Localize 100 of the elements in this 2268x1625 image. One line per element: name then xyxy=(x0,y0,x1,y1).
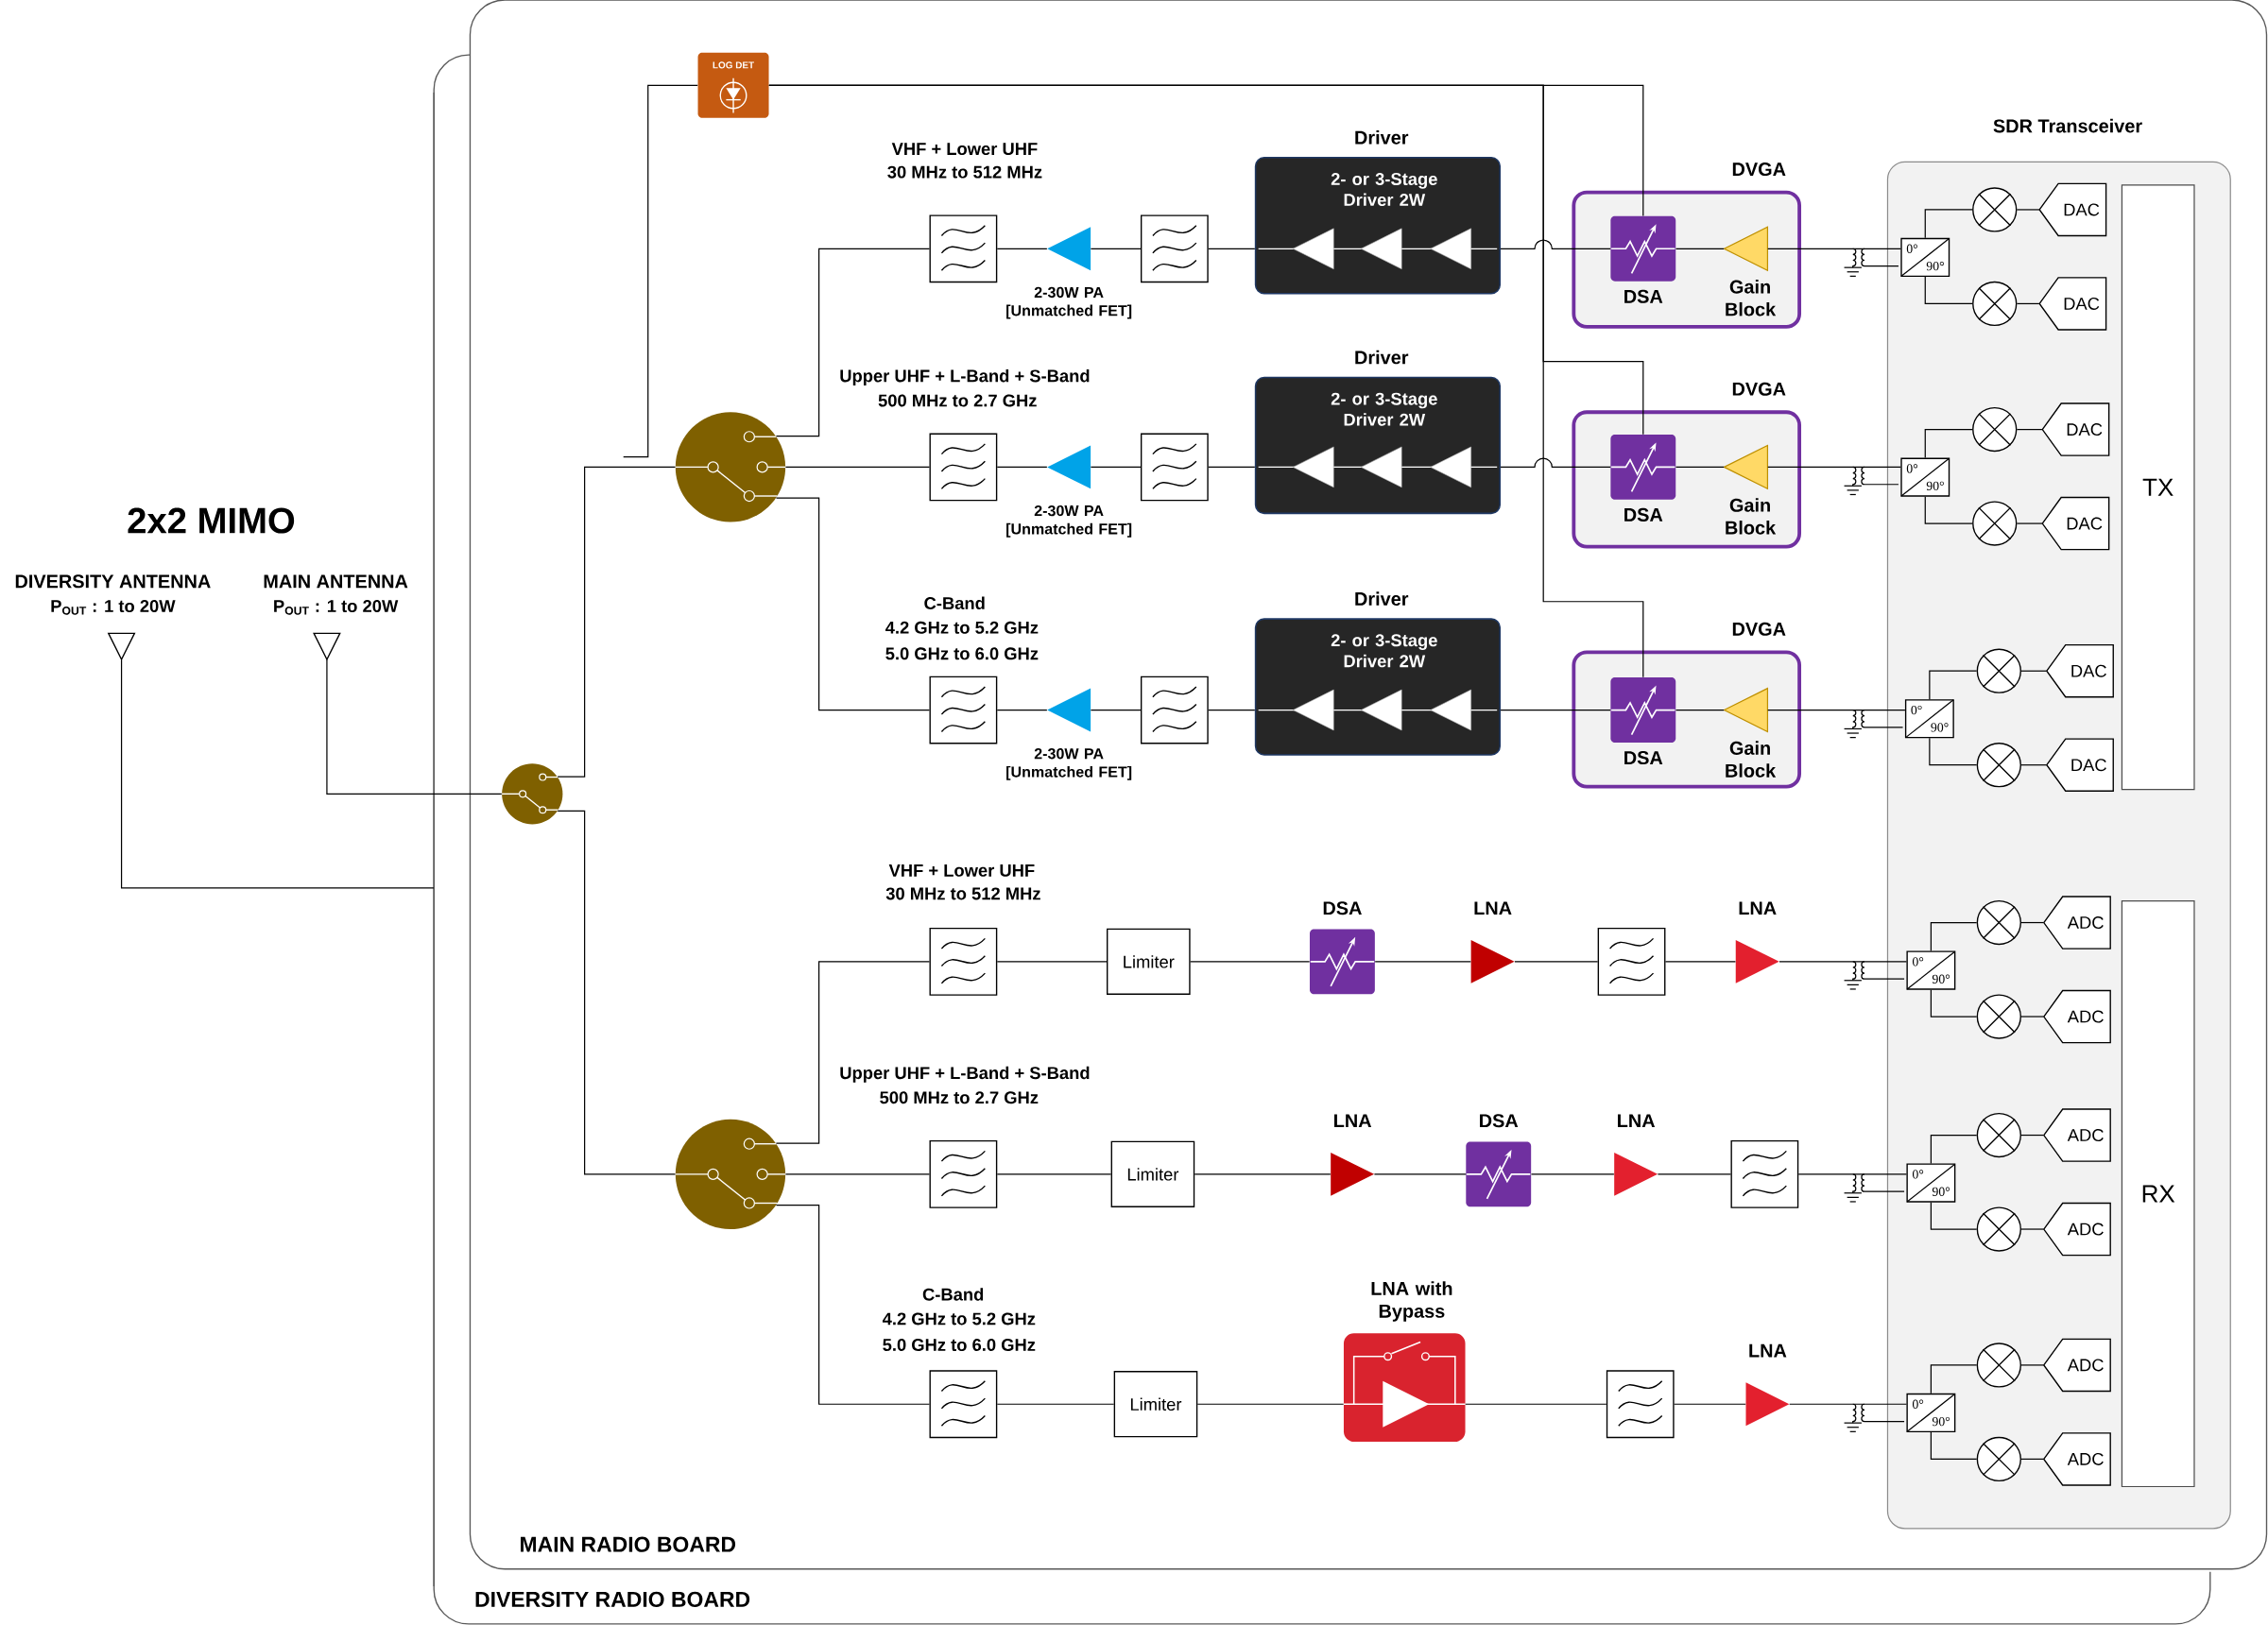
quadrature-splitter: 0° 90° xyxy=(1906,950,1956,990)
amplifier-caption: 2-30W PA [Unmatched FET] xyxy=(1006,505,1132,538)
board-edge xyxy=(433,92,435,1587)
connector-line xyxy=(1929,670,1978,700)
band-label: 4.2 GHz to 5.2 GHz xyxy=(885,621,1039,634)
connector-line xyxy=(1500,239,1611,249)
block-label: DSA xyxy=(1323,901,1362,915)
connector-line xyxy=(1930,1364,1978,1394)
limiter-box: Limiter xyxy=(1110,1140,1195,1207)
connector-line xyxy=(996,248,1048,249)
connector-line xyxy=(1675,466,1725,468)
band-label: 500 MHz to 2.7 GHz xyxy=(878,394,1037,407)
connector-line xyxy=(1530,1173,1615,1175)
connector-line xyxy=(1930,988,1978,1018)
band-label: C-Band xyxy=(922,1288,984,1301)
connector-line xyxy=(1090,466,1142,468)
connector-line xyxy=(1930,1201,1978,1230)
filter-symbol xyxy=(1597,927,1666,996)
connector-line xyxy=(1194,1173,1332,1175)
quadrature-splitter: 0° 90° xyxy=(1900,457,1950,497)
filter-symbol xyxy=(929,927,998,996)
section-box: RX xyxy=(2121,899,2195,1487)
connector-line xyxy=(1767,248,1901,249)
mixer-symbol xyxy=(1976,1436,2021,1481)
connector-line xyxy=(2020,763,2048,766)
connector-line xyxy=(1924,495,1973,524)
mixer-symbol xyxy=(1976,1343,2021,1388)
section-box: TX xyxy=(2121,184,2195,791)
mixer-symbol xyxy=(1972,281,2018,326)
filter-symbol xyxy=(1141,214,1209,282)
connector-line xyxy=(996,1403,1115,1405)
connector-line xyxy=(557,466,677,778)
switch-symbol xyxy=(501,762,563,825)
block-label: DSA xyxy=(1624,289,1663,303)
connector-line xyxy=(1500,457,1611,468)
mixer-symbol xyxy=(1976,899,2021,945)
block-heading: Driver xyxy=(1355,350,1409,365)
connector-line xyxy=(775,1204,931,1405)
band-label: 5.0 GHz to 6.0 GHz xyxy=(883,1338,1036,1351)
connector-line xyxy=(1767,709,1906,710)
antenna-label: P$_{OUT}$ : 1 to 20W xyxy=(51,599,176,615)
connector-line xyxy=(768,84,1644,678)
driver-block: 2- or 3-Stage Driver 2W xyxy=(1254,156,1502,295)
connector-line xyxy=(1208,466,1256,468)
block-label: LNA xyxy=(1618,1114,1656,1127)
amplifier-caption: 2-30W PA [Unmatched FET] xyxy=(1006,747,1132,780)
limiter-box: Limiter xyxy=(1113,1370,1198,1438)
limiter-box: Limiter xyxy=(1107,928,1191,995)
connector-line xyxy=(1374,961,1471,963)
connector-line xyxy=(1657,1173,1732,1175)
connector-line xyxy=(1090,248,1142,249)
connector-line xyxy=(1500,709,1611,710)
band-label: 5.0 GHz to 6.0 GHz xyxy=(885,647,1039,660)
connector-line xyxy=(2016,302,2040,304)
block-label: LNA xyxy=(1334,1114,1372,1127)
connector-line xyxy=(1929,737,1978,766)
block-label: Gain Block xyxy=(1726,498,1777,535)
band-label: VHF + Lower UHF xyxy=(888,864,1035,877)
connector-line xyxy=(1196,1403,1345,1405)
connector-line xyxy=(1373,1173,1467,1175)
connector-line xyxy=(2020,670,2048,672)
connector-line xyxy=(996,709,1048,710)
connector-line xyxy=(996,961,1108,963)
converter-block: DAC xyxy=(2046,643,2114,698)
converter-block: DAC xyxy=(2046,738,2114,792)
connector-line xyxy=(784,1173,931,1175)
connector-line xyxy=(557,810,677,1175)
connector-line xyxy=(2020,1364,2045,1366)
connector-line xyxy=(1190,961,1311,963)
quadrature-splitter: 0° 90° xyxy=(1906,1163,1956,1203)
driver-block: 2- or 3-Stage Driver 2W xyxy=(1254,618,1502,756)
connector-line xyxy=(775,248,931,437)
diagram-title: 2x2 MIMO xyxy=(128,507,295,534)
connector-line xyxy=(326,659,503,795)
connector-line xyxy=(1090,709,1142,710)
connector-line xyxy=(1930,1134,1978,1164)
connector-line xyxy=(1465,1403,1607,1405)
connector-line xyxy=(1208,248,1256,249)
connector-line xyxy=(120,659,435,889)
connector-line xyxy=(1664,961,1737,963)
block-label: LNA xyxy=(1749,1343,1787,1358)
quadrature-splitter: 0° 90° xyxy=(1900,237,1950,277)
band-label: C-Band xyxy=(924,596,985,609)
connector-line xyxy=(2016,428,2043,430)
connector-line xyxy=(1924,209,1973,239)
block-label: DSA xyxy=(1624,507,1663,522)
connector-line xyxy=(996,466,1048,468)
connector-line xyxy=(2020,1228,2045,1230)
quadrature-splitter: 0° 90° xyxy=(1906,1393,1956,1432)
connector-line xyxy=(2016,209,2040,211)
connector-line xyxy=(2016,522,2043,524)
switch-symbol xyxy=(675,1119,786,1229)
connector-line xyxy=(1789,1403,1908,1405)
band-label: 500 MHz to 2.7 GHz xyxy=(880,1091,1039,1104)
mixer-symbol xyxy=(1972,501,2018,546)
block-label: Gain Block xyxy=(1726,279,1777,316)
filter-symbol xyxy=(1730,1139,1799,1208)
filter-symbol xyxy=(929,1370,998,1438)
filter-symbol xyxy=(929,676,998,744)
block-label: DSA xyxy=(1480,1114,1519,1128)
